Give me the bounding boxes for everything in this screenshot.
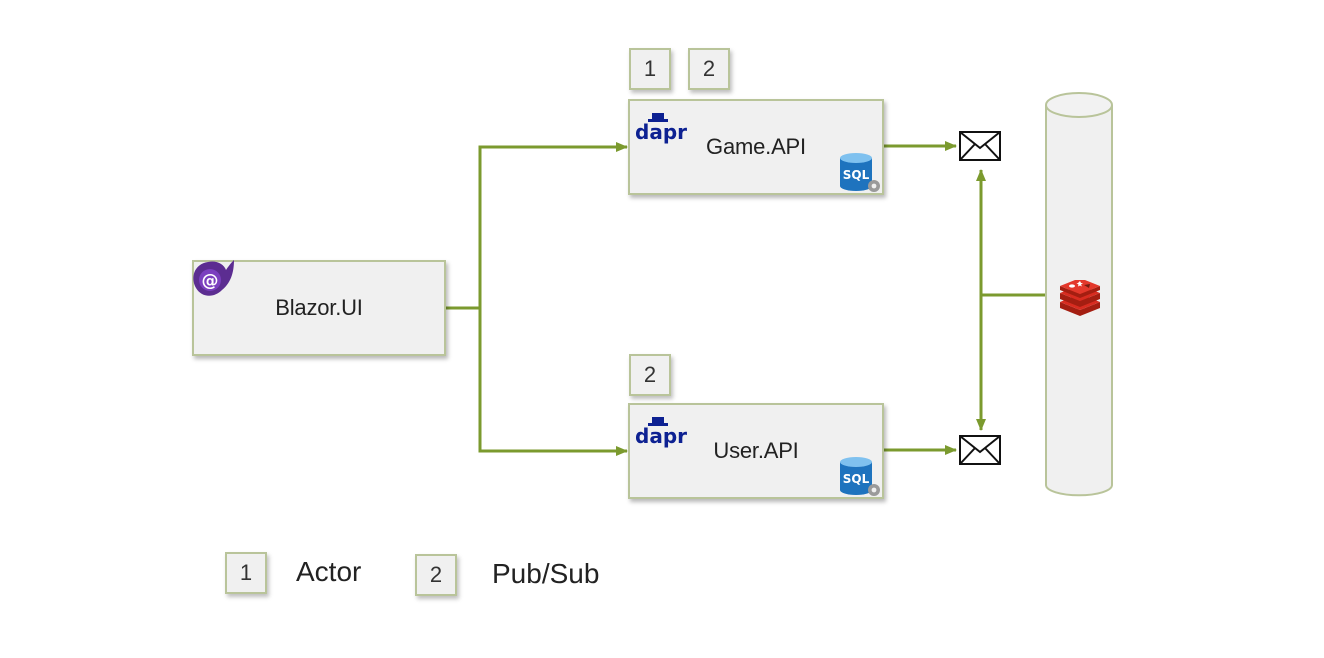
game-api-badge-actor: 1	[629, 48, 671, 90]
svg-text:SQL: SQL	[843, 472, 870, 486]
blazor-to-user-connector	[478, 308, 628, 456]
blazor-to-game-connector	[445, 142, 628, 310]
sql-database-icon: SQL	[840, 457, 880, 496]
blazor-ui-label: Blazor.UI	[275, 295, 363, 320]
dapr-logo-icon: dapr	[636, 113, 687, 144]
svg-text:@: @	[202, 271, 219, 291]
legend-badge-actor: 1	[225, 552, 267, 594]
svg-text:dapr: dapr	[636, 424, 687, 448]
legend-label-pubsub: Pub/Sub	[492, 558, 600, 589]
game-api-badge-pubsub: 2	[688, 48, 730, 90]
dapr-logo-icon: dapr	[636, 417, 687, 448]
legend-badge-pubsub: 2	[415, 554, 457, 596]
blazor-ui-node: Blazor.UI	[192, 260, 446, 356]
redis-logo-icon	[1060, 280, 1100, 316]
blazor-logo-icon: @	[193, 260, 234, 296]
envelope-icon	[959, 435, 1001, 465]
envelope-icon	[959, 131, 1001, 161]
svg-text:SQL: SQL	[843, 168, 870, 182]
svg-text:dapr: dapr	[636, 120, 687, 144]
user-api-label: User.API	[713, 438, 799, 463]
legend-label-actor: Actor	[296, 556, 362, 587]
user-api-badge-pubsub: 2	[629, 354, 671, 396]
user-api-node: User.API	[628, 403, 884, 499]
game-api-label: Game.API	[706, 134, 806, 159]
sql-database-icon: SQL	[840, 153, 880, 192]
